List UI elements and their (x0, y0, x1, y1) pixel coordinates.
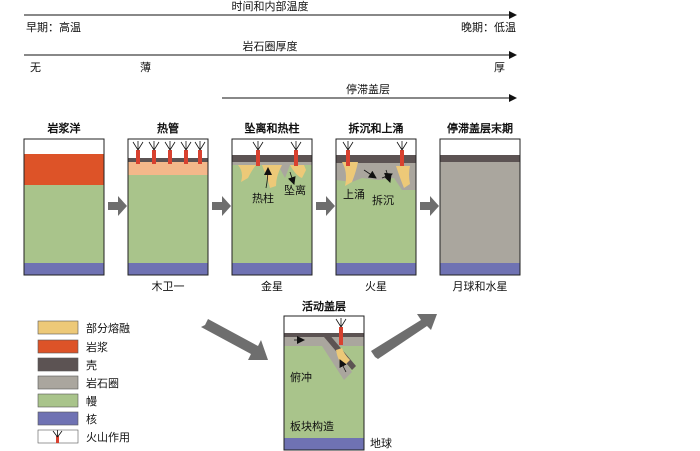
legend-volcanism: 火山作用 (86, 431, 130, 444)
arrow-to-active-lid (201, 319, 268, 360)
legend-swatches (37, 320, 79, 444)
time-title: 时间和内部温度 (231, 0, 309, 13)
label-subduction: 俯冲 (290, 371, 312, 384)
lithosphere-thin: 薄 (140, 61, 151, 74)
arrow-from-active-lid (371, 314, 437, 359)
label-drip: 坠离 (284, 184, 306, 197)
stagnant-lid-title: 停滞盖层 (346, 83, 390, 96)
label-delamination: 拆沉 (372, 194, 394, 207)
lithosphere-none: 无 (30, 61, 41, 74)
panel-drip-plume (231, 138, 313, 276)
label-upwelling: 上涌 (343, 188, 365, 201)
stage-arrows (108, 196, 439, 216)
active-lid-title: 活动盖层 (302, 300, 346, 313)
legend-lithosphere: 岩石圈 (86, 377, 119, 390)
panel-heat-pipe (127, 138, 209, 276)
lithosphere-title: 岩石圈厚度 (242, 40, 298, 53)
early-label: 早期：高温 (26, 21, 81, 34)
body-mars: 火星 (365, 280, 387, 293)
panel-late-stagnant-lid (439, 138, 521, 276)
panel-delamination-upwelling (335, 138, 417, 276)
stage-title-heat-pipe: 热管 (157, 122, 179, 135)
body-venus: 金星 (261, 280, 283, 293)
body-moon-mercury: 月球和水星 (452, 280, 508, 293)
legend-crust: 壳 (86, 359, 97, 372)
stage-title-delamination: 拆沉和上涌 (348, 122, 404, 135)
label-plate-tectonics: 板块构造 (290, 420, 334, 433)
body-earth: 地球 (370, 437, 392, 450)
lithosphere-thick: 厚 (494, 61, 505, 74)
stage-title-late-stagnant: 停滞盖层末期 (447, 122, 513, 135)
panel-active-lid (283, 315, 365, 451)
legend-mantle: 幔 (86, 395, 97, 408)
legend-magma: 岩浆 (86, 341, 108, 354)
label-plume: 热柱 (252, 192, 274, 205)
stage-title-magma-ocean: 岩浆洋 (47, 122, 81, 135)
body-io: 木卫一 (151, 280, 185, 293)
legend-partial-melt: 部分熔融 (86, 322, 130, 335)
late-label: 晚期：低温 (461, 21, 516, 34)
stage-title-drip-plume: 坠离和热柱 (244, 122, 300, 135)
legend-core: 核 (86, 413, 97, 426)
panel-magma-ocean (23, 138, 105, 276)
volcanism-icon (52, 430, 63, 443)
